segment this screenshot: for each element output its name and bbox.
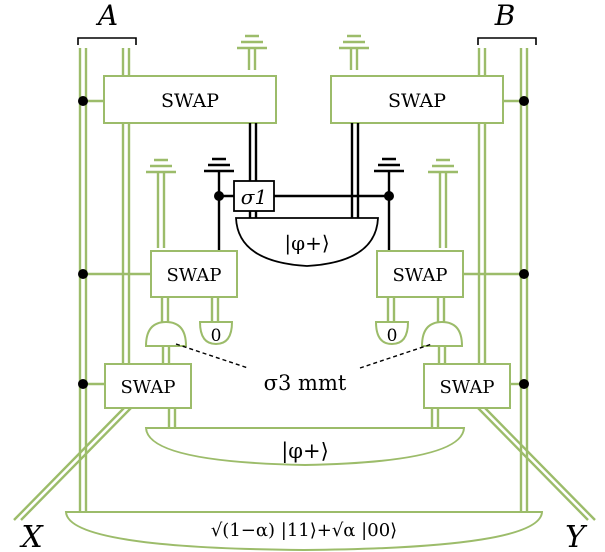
sigma3-dashed-pointers (175, 343, 433, 369)
sigma3-mmt-label: σ3 mmt (264, 371, 347, 395)
swap-label: SWAP (161, 90, 219, 112)
ground-icon-mid-right (428, 158, 458, 248)
ground-icon-top-left (237, 34, 267, 70)
swap-label: SWAP (388, 90, 446, 112)
control-connections-low (78, 379, 529, 389)
label-a: A (95, 0, 118, 32)
detector-icon-left (144, 320, 188, 347)
control-connections-top (78, 96, 529, 106)
shared-state-label: √(1−α) |11⟩+√α |00⟩ (211, 520, 397, 541)
swap-label: SWAP (166, 265, 221, 286)
swap-mid-left: SWAP (150, 250, 238, 298)
bracket-b (477, 37, 537, 45)
zero-label: 0 (387, 326, 398, 346)
zero-state-right: 0 (374, 321, 410, 346)
control-connections-mid (78, 269, 529, 279)
phi-plus-state-black: |φ+⟩ (235, 217, 379, 267)
ground-icon-top-right (339, 34, 369, 70)
sigma1-label: σ1 (241, 185, 267, 209)
mid-lower-wires (160, 297, 446, 324)
label-x: X (19, 520, 44, 552)
phi-plus-state-green: |φ+⟩ (144, 427, 466, 467)
swap-top-left: SWAP (103, 75, 277, 124)
swap-label: SWAP (392, 265, 447, 286)
ground-icon-black-left (204, 157, 234, 173)
detector-icon-right (420, 320, 464, 347)
swap-low-right: SWAP (423, 363, 511, 409)
zero-state-left: 0 (198, 321, 234, 346)
swap-top-right: SWAP (330, 75, 504, 124)
label-y: Y (565, 520, 588, 552)
swap-low-left: SWAP (104, 363, 192, 409)
shared-state: √(1−α) |11⟩+√α |00⟩ (64, 511, 544, 552)
output-diagonal-right (477, 407, 596, 521)
swap-label: SWAP (439, 377, 494, 398)
phi-plus-label: |φ+⟩ (281, 439, 329, 464)
control-dot-black-left (214, 191, 224, 201)
detector-to-swap-wires (161, 346, 447, 364)
phi-plus-label: |φ+⟩ (284, 231, 329, 256)
sigma1-gate: σ1 (233, 180, 275, 212)
output-diagonal-left (13, 407, 132, 521)
low-swap-down-wires (167, 408, 440, 428)
control-dot-black-right (384, 191, 394, 201)
bracket-a (77, 37, 137, 45)
zero-label: 0 (211, 326, 222, 346)
ground-icon-black-right (374, 157, 404, 173)
ground-icon-mid-left (146, 158, 176, 248)
swap-label: SWAP (120, 377, 175, 398)
label-b: B (494, 0, 516, 32)
swap-mid-right: SWAP (376, 250, 464, 298)
